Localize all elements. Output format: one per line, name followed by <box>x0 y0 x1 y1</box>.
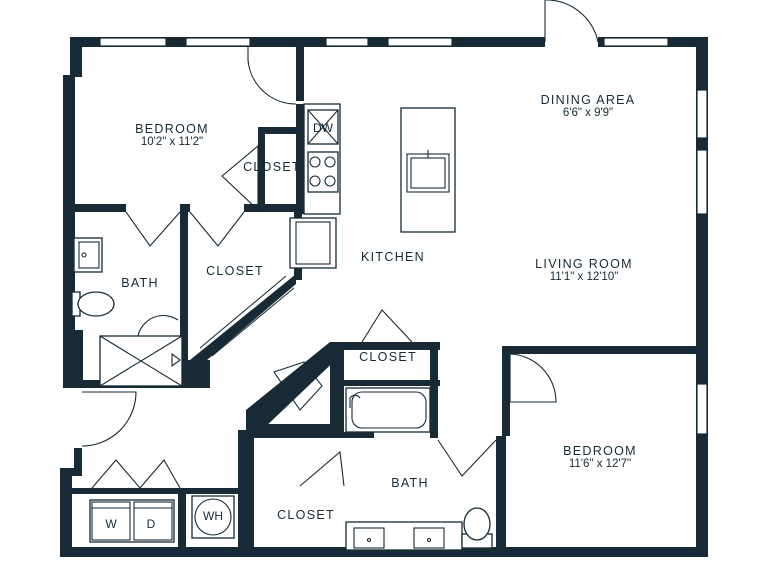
kitchen-island <box>400 107 456 233</box>
bathtub-icon <box>345 387 431 433</box>
fridge-icon <box>289 217 337 269</box>
kitchen-label: KITCHEN <box>361 250 425 264</box>
closet-bedroom-1-label: CLOSET <box>243 160 301 174</box>
sink-icon-right <box>413 527 445 549</box>
bedroom-2-label: BEDROOM <box>563 444 637 458</box>
living-room-dims: 11'1" x 12'10" <box>549 271 619 283</box>
windows <box>99 37 708 435</box>
closet-bath-2-label: CLOSET <box>277 508 335 522</box>
doors <box>81 0 599 489</box>
bath-2-fixtures <box>345 387 493 551</box>
water-heater-label: WH <box>203 509 223 523</box>
dryer-label: D <box>146 517 156 531</box>
bedroom-2-dims: 11'6" x 12'7" <box>568 458 632 470</box>
laundry <box>89 495 235 543</box>
kitchen-fixtures <box>289 103 456 269</box>
water-heater-icon <box>191 495 235 539</box>
bath-2-label: BATH <box>391 476 429 490</box>
closet-hall-label: CLOSET <box>206 264 264 278</box>
dishwasher-label: DW <box>313 121 333 135</box>
sink-icon-left <box>353 527 385 549</box>
bath-1-label: BATH <box>121 276 159 290</box>
toilet-icon <box>77 291 115 317</box>
bath-1-fixtures <box>71 237 183 387</box>
bedroom-1-dims: 10'2" x 11'2" <box>140 136 204 148</box>
dryer-icon <box>133 501 173 541</box>
bedroom-1-label: BEDROOM <box>135 122 209 136</box>
living-room-label: LIVING ROOM <box>535 257 633 271</box>
double-vanity <box>345 521 463 551</box>
dining-area-dims: 6'6" x 9'9" <box>562 107 614 119</box>
dining-area-label: DINING AREA <box>540 93 636 107</box>
toilet-icon-2 <box>463 507 491 541</box>
closet-shelf <box>199 275 295 357</box>
washer-icon <box>91 501 131 541</box>
vanity-sink-icon <box>73 237 103 273</box>
closet-middle-label: CLOSET <box>359 350 417 364</box>
washer-label: W <box>105 517 117 531</box>
